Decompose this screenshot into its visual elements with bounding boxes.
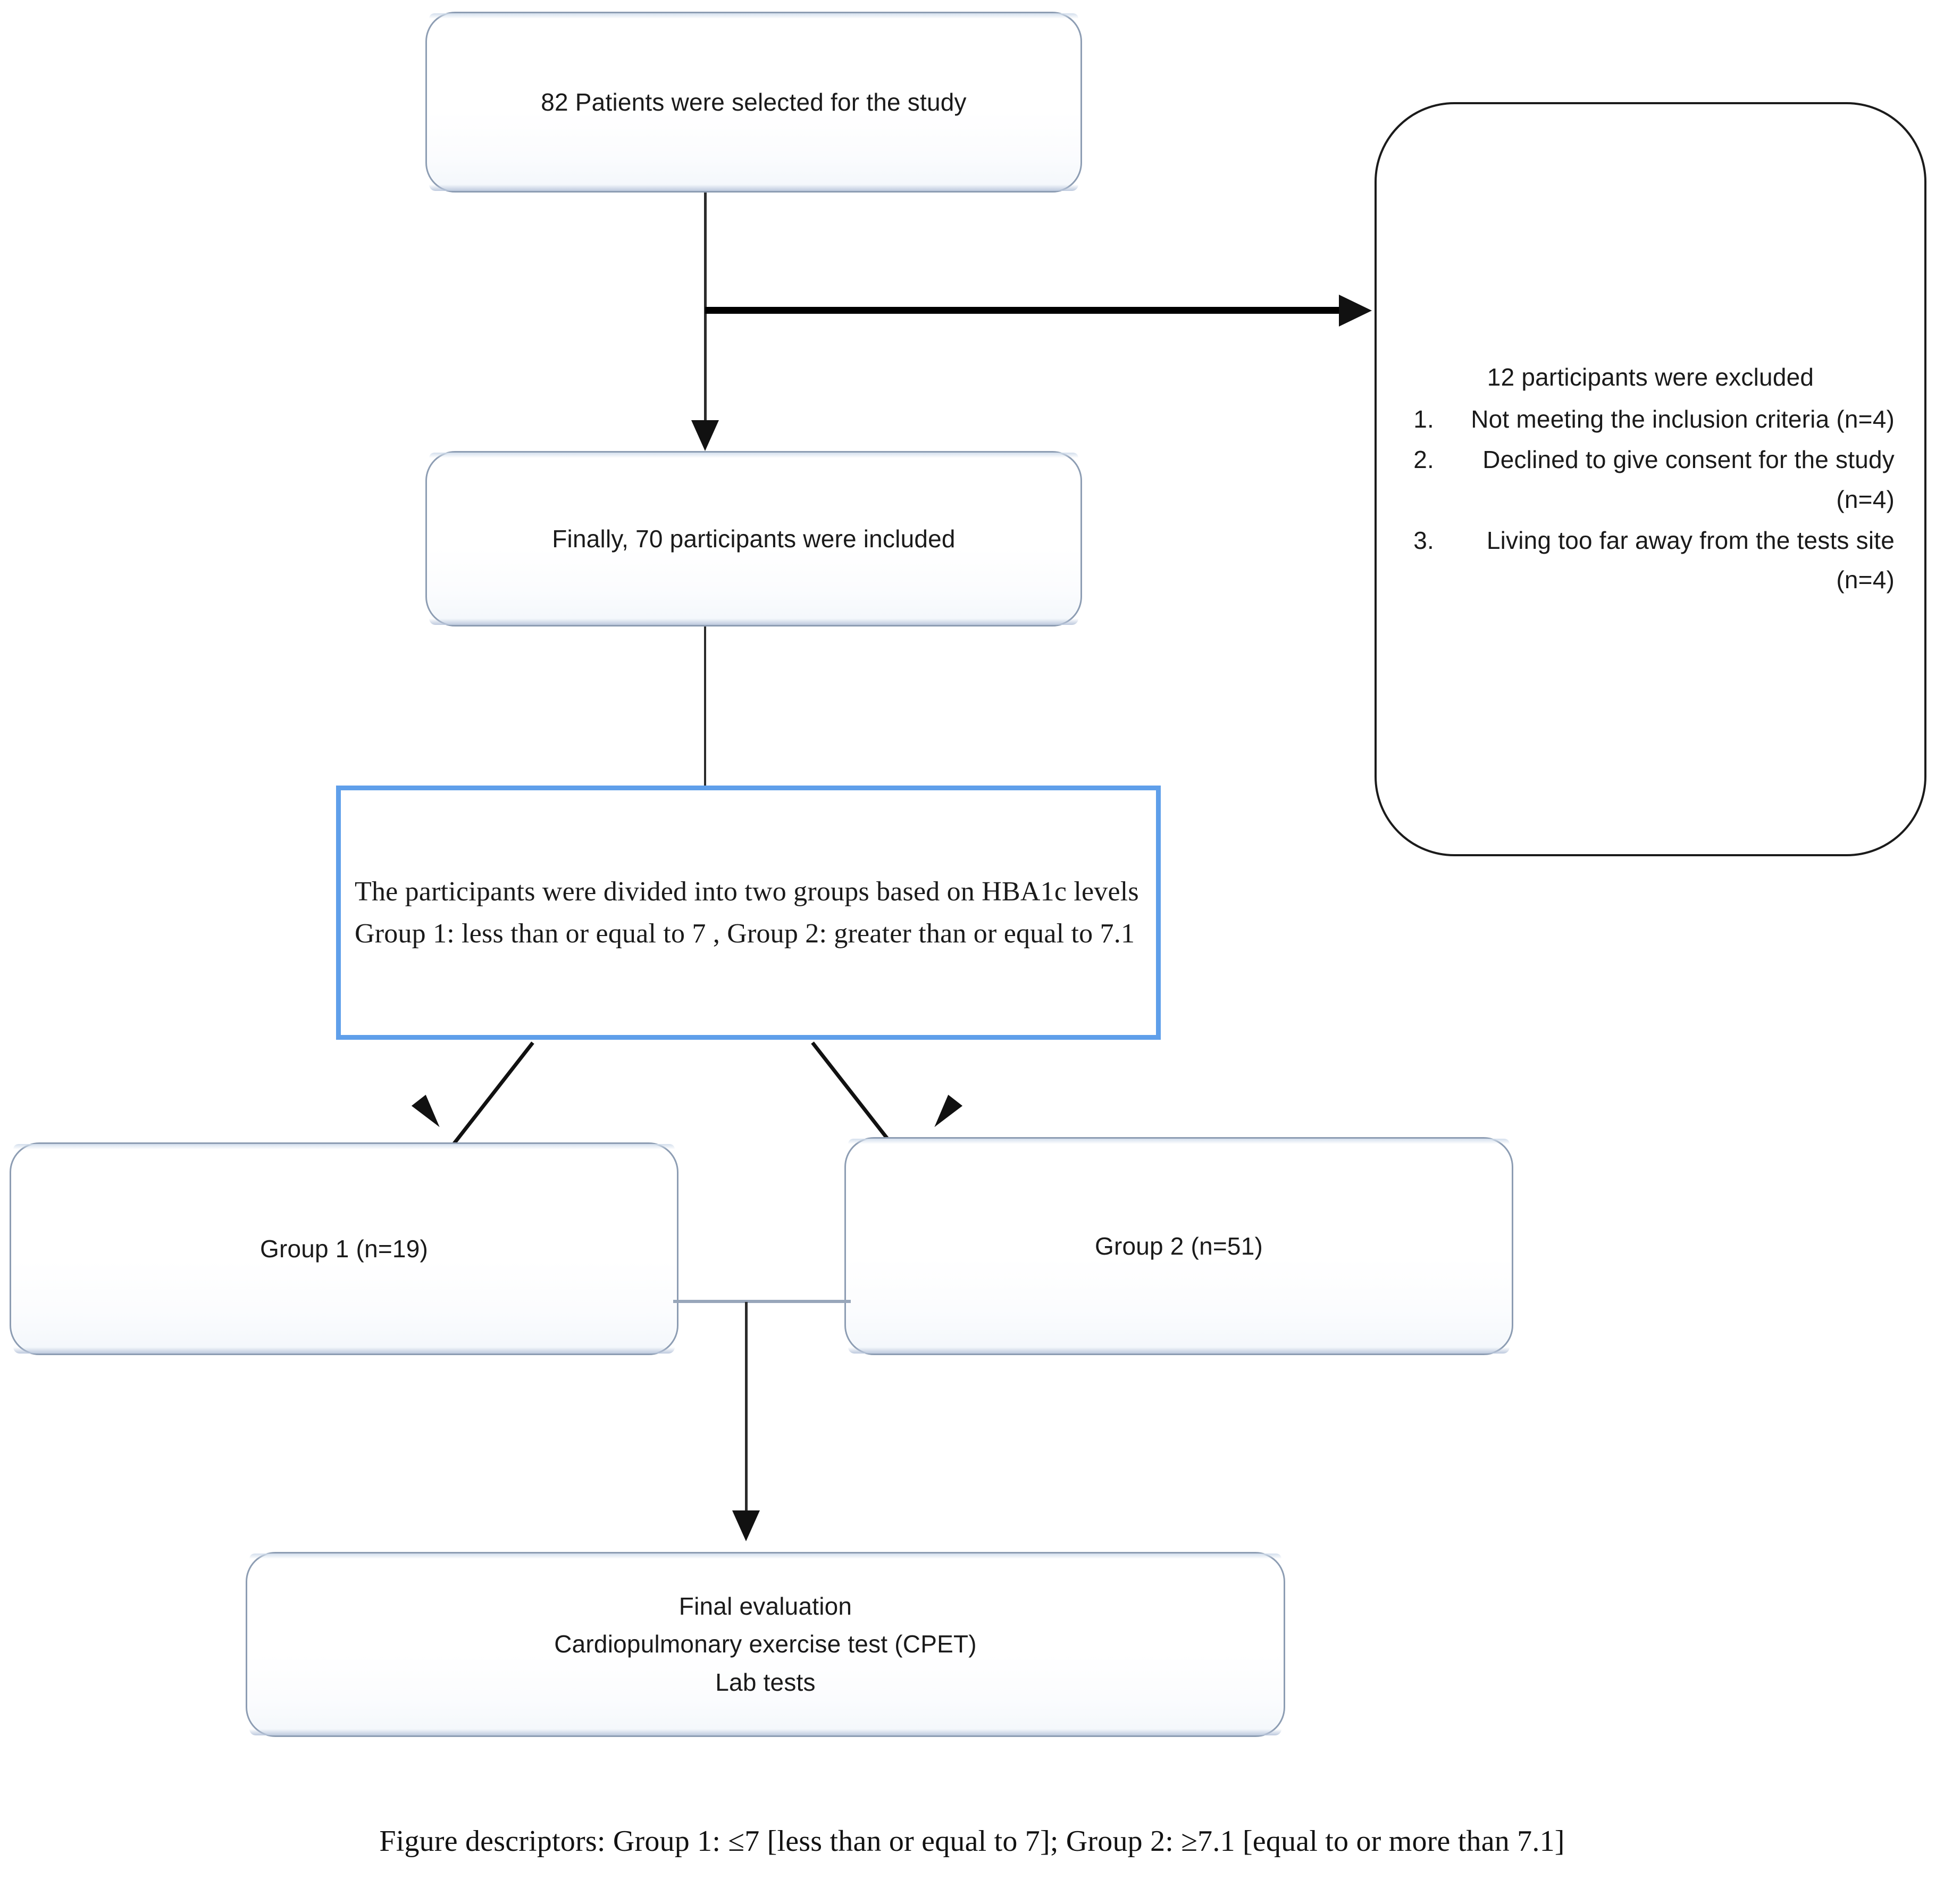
final-line-2: Cardiopulmonary exercise test (CPET) (554, 1630, 977, 1658)
connector-to-excluded (705, 307, 1340, 314)
node-patients-selected-label: 82 Patients were selected for the study (541, 88, 967, 116)
excluded-reason-number: 1. (1413, 405, 1434, 433)
list-item: 1. Not meeting the inclusion criteria (n… (1406, 399, 1895, 439)
node-participants-included[interactable]: Finally, 70 participants were included (425, 451, 1082, 627)
arrowhead-to-excluded (1339, 295, 1372, 327)
node-group-2-label: Group 2 (n=51) (1094, 1232, 1263, 1260)
arrowhead-selected-to-included (691, 420, 719, 451)
arrowhead-split-to-group2 (927, 1095, 963, 1133)
node-final-evaluation-text: Final evaluation Cardiopulmonary exercis… (247, 1588, 1284, 1701)
connector-groups-join (673, 1300, 851, 1303)
node-group-1[interactable]: Group 1 (n=19) (10, 1142, 678, 1355)
node-group-split-criteria[interactable]: The participants were divided into two g… (336, 786, 1161, 1040)
arrowhead-split-to-group1 (411, 1095, 447, 1133)
connector-groups-to-final (745, 1302, 748, 1516)
excluded-reason-text: Declined to give consent for the study (… (1482, 446, 1895, 513)
node-final-evaluation[interactable]: Final evaluation Cardiopulmonary exercis… (246, 1552, 1285, 1737)
arrowhead-groups-to-final (732, 1510, 760, 1541)
figure-caption: Figure descriptors: Group 1: ≤7 [less th… (379, 1825, 1565, 1858)
final-line-1: Final evaluation (678, 1592, 852, 1621)
node-group-2[interactable]: Group 2 (n=51) (844, 1137, 1513, 1355)
node-participants-included-label: Finally, 70 participants were included (552, 524, 956, 553)
node-participants-excluded[interactable]: 12 participants were excluded 1. Not mee… (1375, 102, 1926, 856)
node-patients-selected[interactable]: 82 Patients were selected for the study (425, 12, 1082, 193)
connector-split-to-group1 (442, 1041, 534, 1158)
node-group-split-label: The participants were divided into two g… (355, 876, 1139, 949)
list-item: 3. Living too far away from the tests si… (1406, 521, 1895, 600)
excluded-heading: 12 participants were excluded (1487, 363, 1814, 391)
excluded-reason-number: 3. (1413, 526, 1434, 554)
connector-included-to-split (704, 627, 706, 787)
excluded-reason-text: Living too far away from the tests site … (1486, 526, 1895, 594)
excluded-reason-list: 1. Not meeting the inclusion criteria (n… (1406, 399, 1895, 600)
list-item: 2. Declined to give consent for the stud… (1406, 440, 1895, 519)
excluded-reason-number: 2. (1413, 446, 1434, 474)
node-group-1-label: Group 1 (n=19) (259, 1234, 429, 1263)
excluded-reason-text: Not meeting the inclusion criteria (n=4) (1471, 405, 1895, 433)
final-line-3: Lab tests (715, 1668, 816, 1696)
